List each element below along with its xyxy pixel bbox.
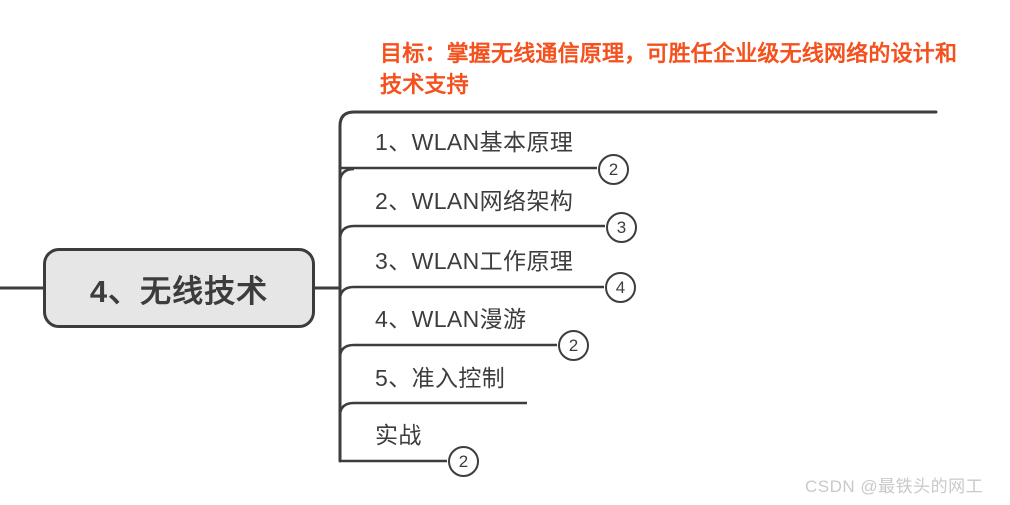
branch-underline-2 bbox=[338, 224, 605, 241]
root-node[interactable]: 4、无线技术 bbox=[43, 248, 315, 328]
branch-label-1[interactable]: 1、WLAN基本原理 bbox=[375, 129, 574, 155]
goal-statement: 目标：掌握无线通信原理，可胜任企业级无线网络的设计和技术支持 bbox=[380, 41, 958, 97]
spine-main bbox=[338, 110, 938, 463]
branch-underline-5 bbox=[338, 401, 527, 417]
branch-label-6[interactable]: 实战 bbox=[375, 422, 422, 448]
branch-badge-1[interactable]: 2 bbox=[598, 154, 629, 185]
branch-badge-6[interactable]: 2 bbox=[448, 446, 479, 477]
branch-label-3[interactable]: 3、WLAN工作原理 bbox=[375, 248, 574, 274]
branch-badge-4[interactable]: 2 bbox=[558, 330, 589, 361]
branch-label-5[interactable]: 5、准入控制 bbox=[375, 365, 506, 391]
branch-corner-1 bbox=[338, 167, 355, 184]
branch-underline-4 bbox=[338, 343, 557, 359]
branch-underline-3 bbox=[338, 285, 604, 301]
branch-badge-2[interactable]: 3 bbox=[606, 212, 637, 243]
watermark: CSDN @最铁头的网工 bbox=[805, 477, 984, 496]
root-node-label: 4、无线技术 bbox=[89, 273, 269, 309]
branch-label-4[interactable]: 4、WLAN漫游 bbox=[375, 306, 527, 332]
branch-label-2[interactable]: 2、WLAN网络架构 bbox=[375, 188, 574, 214]
branch-badge-3[interactable]: 4 bbox=[605, 272, 636, 303]
